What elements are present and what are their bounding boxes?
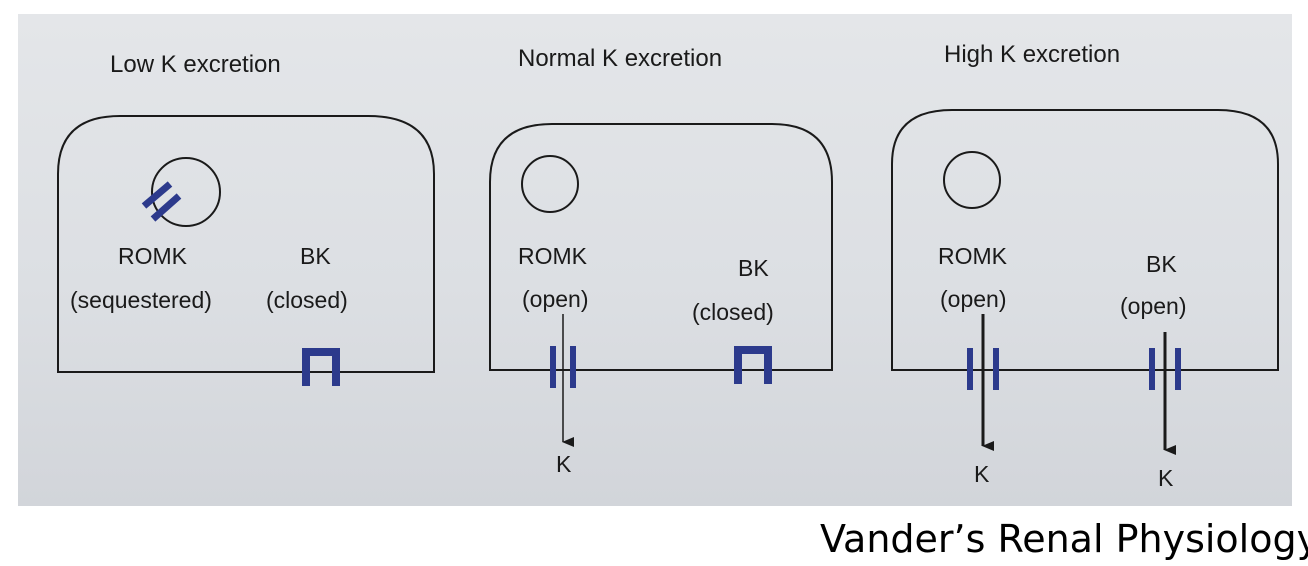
excretion-diagram: Low K excretion ROMK (sequestered) BK (c… [57, 41, 1279, 491]
intracellular-vesicle [943, 151, 1001, 209]
bk-channel-open [1149, 348, 1181, 390]
romk-label: ROMK [118, 243, 188, 269]
bk-label: BK [300, 243, 331, 269]
romk-state: (open) [940, 286, 1006, 312]
intracellular-vesicle [151, 157, 221, 227]
romk-channel-open [967, 348, 999, 390]
panel-high-k: High K excretion ROMK (open) BK (open) K… [891, 41, 1279, 491]
bk-state: (closed) [692, 299, 774, 325]
intracellular-vesicle [521, 155, 579, 213]
k-flux-label: K [974, 461, 990, 487]
k-flux-label: K [1158, 465, 1174, 491]
k-flux-label: K [556, 451, 572, 477]
cell-outline [489, 123, 833, 371]
bk-state: (closed) [266, 287, 348, 313]
diagram-photo: Low K excretion ROMK (sequestered) BK (c… [18, 14, 1292, 506]
romk-channel-sequestered [141, 181, 182, 222]
source-caption: Vander’s Renal Physiology [820, 517, 1308, 561]
bk-channel-closed [302, 348, 340, 386]
cell-outline [891, 109, 1279, 371]
panel-title: Low K excretion [110, 51, 281, 78]
bk-channel-closed [734, 346, 772, 384]
bk-label: BK [738, 255, 769, 281]
romk-label: ROMK [938, 243, 1008, 269]
panel-title: High K excretion [944, 41, 1120, 68]
panel-normal-k: Normal K excretion ROMK (open) BK (close… [489, 45, 833, 477]
romk-channel-open [550, 346, 576, 388]
panel-title: Normal K excretion [518, 45, 722, 72]
panel-low-k: Low K excretion ROMK (sequestered) BK (c… [57, 51, 435, 386]
cell-outline [57, 115, 435, 373]
romk-label: ROMK [518, 243, 588, 269]
romk-state: (open) [522, 286, 588, 312]
romk-state: (sequestered) [70, 287, 212, 313]
bk-label: BK [1146, 251, 1177, 277]
bk-state: (open) [1120, 293, 1186, 319]
